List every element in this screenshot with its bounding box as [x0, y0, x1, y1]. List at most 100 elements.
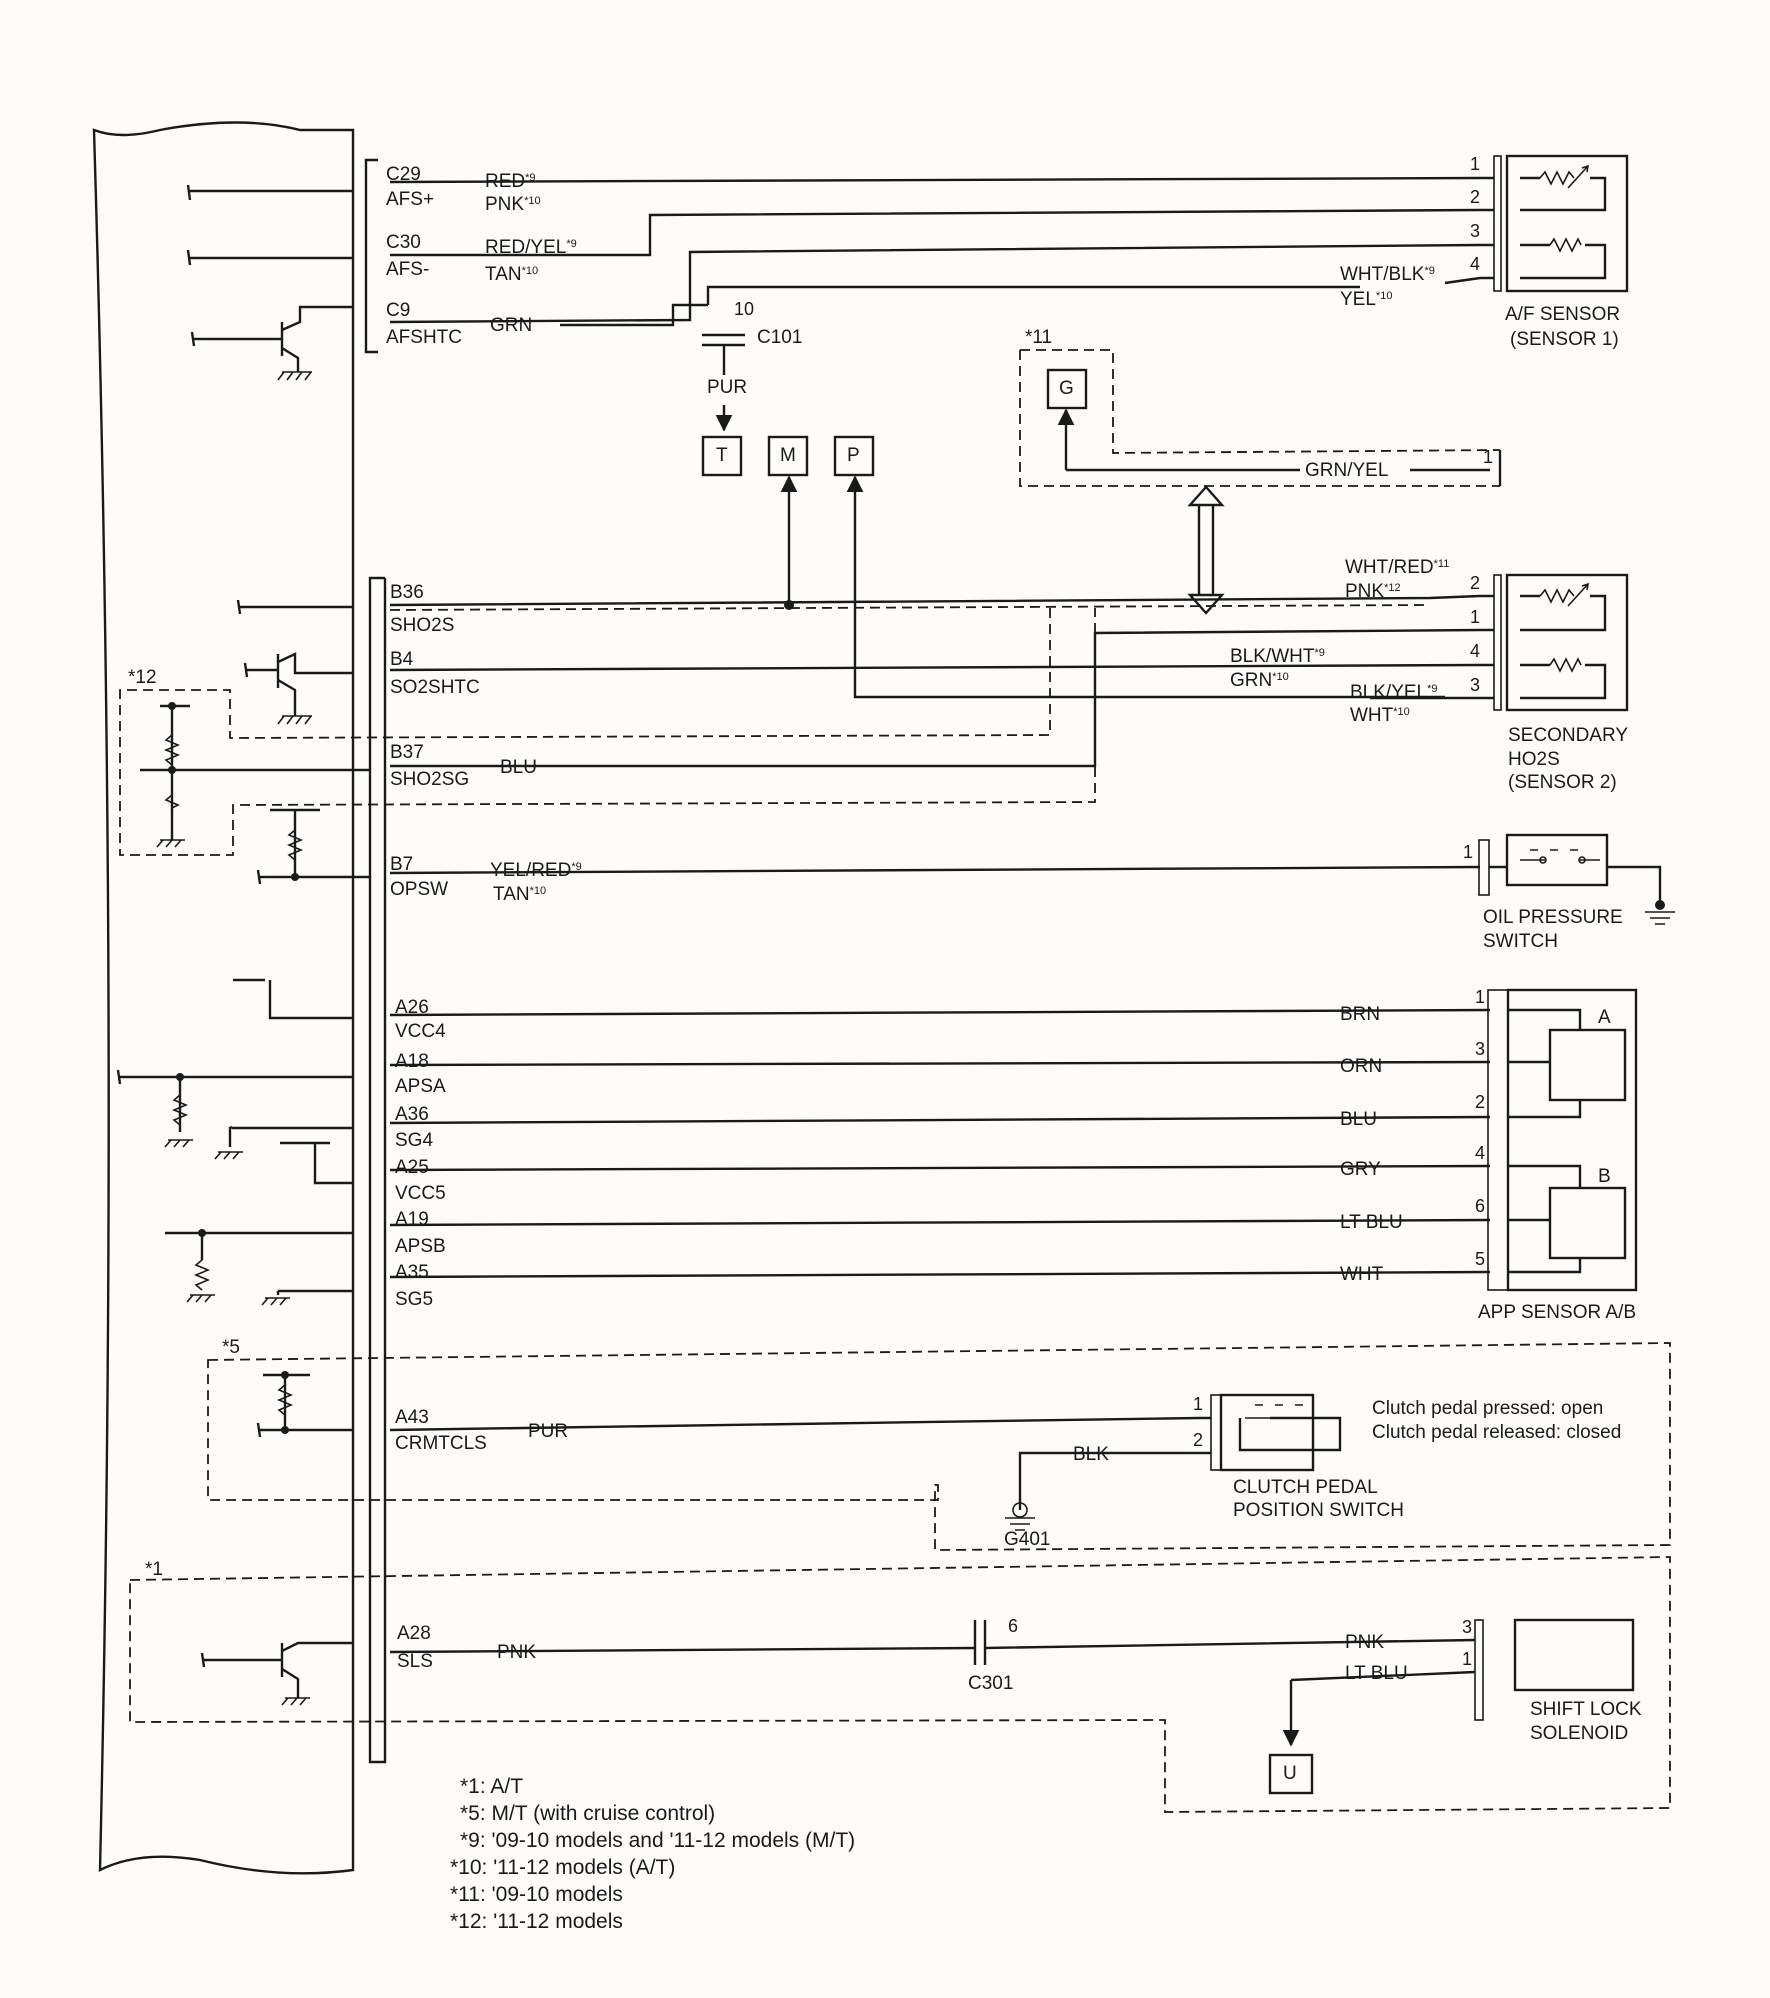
wire-color: BLK/YEL*9 — [1350, 682, 1438, 703]
terminal-code: A28 — [397, 1623, 431, 1644]
terminal-signal: SG5 — [395, 1289, 434, 1310]
ho2s-section — [119, 594, 1481, 856]
clutch-note: Clutch pedal pressed: open — [1372, 1398, 1604, 1419]
footnote: *9: '09-10 models and '11-12 models (M/T… — [460, 1829, 856, 1852]
component-label: SECONDARY — [1508, 725, 1629, 746]
wire-color: PNK*10 — [485, 194, 541, 215]
pin-number: 6 — [1475, 1196, 1486, 1216]
terminal-signal: OPSW — [390, 879, 449, 900]
pin-number: 2 — [1470, 187, 1481, 207]
wire-color: BLU — [1340, 1109, 1377, 1130]
ecm-outline — [92, 121, 355, 1875]
wire-color: LT BLU — [1340, 1212, 1403, 1233]
pin-number: 1 — [1470, 154, 1481, 174]
af-sensor-section — [186, 176, 1481, 432]
footnote: *10: '11-12 models (A/T) — [450, 1856, 676, 1879]
pin-number: 1 — [1483, 447, 1494, 467]
wire-color: RED/YEL*9 — [485, 237, 577, 258]
wire-color: WHT/BLK*9 — [1340, 264, 1435, 285]
pin-number: 4 — [1475, 1143, 1486, 1163]
component-label: (SENSOR 2) — [1508, 772, 1617, 793]
pin-number: 2 — [1475, 1092, 1486, 1112]
component-label: SHIFT LOCK — [1530, 1699, 1642, 1720]
component-label: A — [1598, 1007, 1611, 1028]
af-sensor — [1480, 154, 1629, 293]
wire-color: PUR — [528, 1421, 569, 1442]
component-label: SOLENOID — [1530, 1723, 1629, 1744]
wire-color: RED*9 — [485, 171, 536, 192]
terminal-signal: VCC5 — [395, 1183, 446, 1204]
pin-number: 5 — [1475, 1249, 1486, 1269]
wire-color: GRY — [1340, 1159, 1381, 1180]
terminal-signal: CRMTCLS — [395, 1433, 487, 1454]
terminal-signal: AFSHTC — [386, 327, 462, 348]
wire-color: GRN — [490, 315, 533, 336]
secondary-ho2s — [1480, 573, 1629, 712]
pin-number: 1 — [1470, 607, 1481, 627]
variant-mark: *12 — [128, 667, 157, 688]
terminal-signal: APSB — [395, 1236, 446, 1257]
component-label: OIL PRESSURE — [1483, 907, 1623, 928]
pin-number: 3 — [1470, 221, 1481, 241]
terminal-code: A43 — [395, 1407, 429, 1428]
wire-color: WHT*10 — [1350, 705, 1410, 726]
wire-color: ORN — [1340, 1056, 1383, 1077]
terminal-signal: SO2SHTC — [390, 677, 480, 698]
terminal-signal: VCC4 — [395, 1021, 446, 1042]
terminal-code: A35 — [395, 1262, 429, 1283]
wire-color: GRN*10 — [1230, 670, 1289, 691]
wire-color: YEL*10 — [1340, 289, 1393, 310]
pin-number: 1 — [1462, 1649, 1473, 1669]
ref-box-m — [767, 435, 809, 477]
component-label: POSITION SWITCH — [1233, 1500, 1404, 1521]
ground-label: G401 — [1004, 1529, 1051, 1550]
variant-mark: *11 — [1025, 327, 1053, 348]
wire-color: GRN/YEL — [1305, 460, 1389, 481]
wire-color: LT BLU — [1345, 1663, 1408, 1684]
wire-color: PNK*12 — [1345, 581, 1401, 602]
component-label: SWITCH — [1483, 931, 1558, 952]
wire-color: BRN — [1340, 1004, 1381, 1025]
component-label: A/F SENSOR — [1505, 304, 1621, 325]
connector-brackets — [364, 158, 387, 1764]
wire-color: BLU — [500, 757, 537, 778]
app-section — [116, 978, 1638, 1306]
terminal-signal: SG4 — [395, 1130, 434, 1151]
footnote: *11: '09-10 models — [450, 1883, 623, 1906]
variant-1-group — [129, 1556, 1671, 1813]
wire-color: BLK — [1073, 1444, 1109, 1465]
variant-mark: *5 — [222, 1337, 240, 1358]
component-label: HO2S — [1508, 749, 1560, 770]
terminal-signal: AFS+ — [386, 189, 435, 210]
ref-letter: T — [716, 445, 728, 466]
pin-number: 1 — [1463, 842, 1474, 862]
footnote: *5: M/T (with cruise control) — [460, 1802, 716, 1825]
ref-box-t — [701, 435, 743, 477]
pin-number: 1 — [1193, 1394, 1204, 1414]
terminal-signal: SLS — [397, 1651, 433, 1672]
variant-12-network — [140, 702, 370, 848]
connector-pin: 6 — [1008, 1616, 1019, 1636]
terminal-code: A26 — [395, 997, 429, 1018]
ref-letter: G — [1059, 378, 1074, 399]
terminal-signal: SHO2S — [390, 615, 455, 636]
pin-number: 3 — [1475, 1039, 1486, 1059]
terminal-code: C29 — [386, 164, 421, 185]
terminal-signal: AFS- — [386, 259, 430, 280]
terminal-code: A25 — [395, 1157, 429, 1178]
component-label: (SENSOR 1) — [1510, 329, 1619, 350]
pin-number: 3 — [1470, 675, 1481, 695]
wire-color: TAN*10 — [493, 884, 547, 905]
footnote: *1: A/T — [460, 1775, 524, 1798]
pin-number: 2 — [1193, 1430, 1204, 1450]
terminal-code: B7 — [390, 854, 414, 875]
ref-letter: U — [1283, 1763, 1297, 1784]
wire-color: YEL/RED*9 — [490, 860, 582, 881]
connector-label: C301 — [968, 1673, 1014, 1694]
terminal-code: A18 — [395, 1051, 429, 1072]
pin-number: 2 — [1470, 573, 1481, 593]
terminal-code: B37 — [390, 742, 424, 763]
terminal-signal: APSA — [395, 1076, 446, 1097]
terminal-code: C30 — [386, 232, 421, 253]
